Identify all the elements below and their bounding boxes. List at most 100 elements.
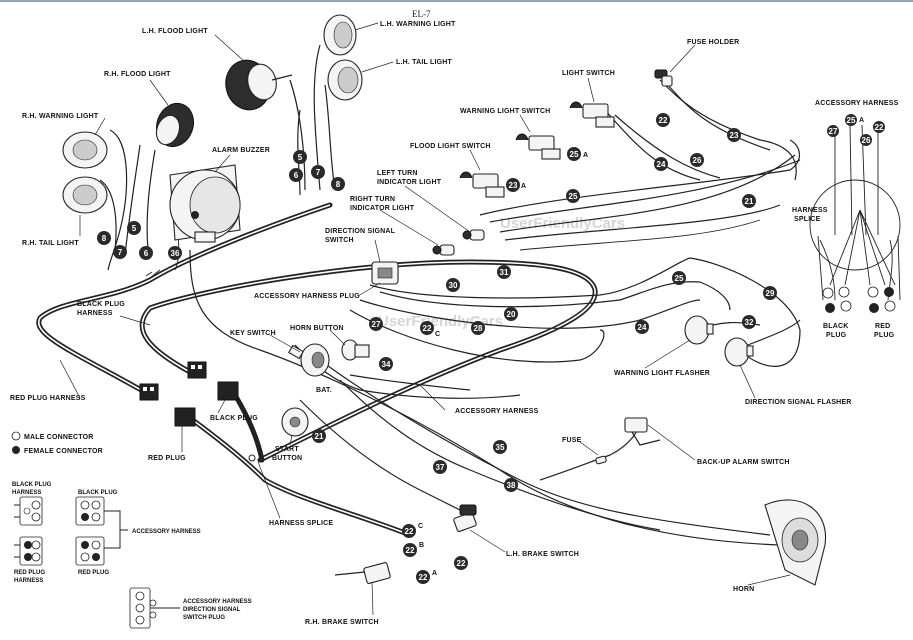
svg-text:37: 37	[436, 463, 445, 472]
svg-text:22: 22	[405, 527, 414, 536]
svg-text:22: 22	[457, 559, 466, 568]
wire-badge: 27	[827, 125, 839, 137]
svg-text:35: 35	[496, 443, 505, 452]
wire-badge: 34	[379, 357, 393, 371]
label-light-switch: LIGHT SWITCH	[562, 70, 615, 77]
legend-accessory-direction-plug-2: DIRECTION SIGNAL	[183, 607, 241, 613]
label-rh-flood-light: R.H. FLOOD LIGHT	[104, 71, 171, 78]
label-direction-signal-flasher: DIRECTION SIGNAL FLASHER	[745, 399, 852, 406]
label-red-plug: RED PLUG	[148, 455, 186, 462]
warning-light-switch	[515, 133, 561, 160]
svg-text:25: 25	[847, 116, 856, 125]
fuse	[595, 455, 607, 465]
horn-button	[341, 339, 370, 361]
svg-text:8: 8	[102, 234, 107, 243]
svg-text:5: 5	[132, 224, 137, 233]
wire-badge: 5	[293, 150, 307, 164]
label-horn-button: HORN BUTTON	[290, 325, 344, 332]
legend-accessory-harness: ACCESSORY HARNESS	[132, 529, 201, 535]
light-switch	[569, 101, 615, 128]
right-turn-indicator-light	[432, 244, 455, 256]
alarm-buzzer	[169, 164, 241, 243]
wire-badge: 23	[506, 178, 520, 192]
wire-badge: 7	[311, 165, 325, 179]
wire-badge: 38	[504, 478, 518, 492]
wire-badge: 22	[873, 121, 885, 133]
direction-signal-flasher	[724, 337, 754, 367]
svg-text:6: 6	[144, 249, 149, 258]
legend-black-plug-box	[75, 496, 105, 526]
lh-flood-light	[225, 59, 293, 111]
svg-text:27: 27	[372, 320, 381, 329]
svg-text:22: 22	[406, 546, 415, 555]
female-connector-symbol	[12, 446, 20, 454]
wire-badge: 25	[672, 271, 686, 285]
rh-flood-light	[155, 102, 195, 148]
label-harness-splice: HARNESS SPLICE	[269, 520, 333, 527]
label-right-black-plug-1: BLACK	[823, 323, 849, 330]
wire-badge: 6	[289, 168, 303, 182]
wire-badge: 21	[312, 429, 326, 443]
wire-badge: 35	[493, 440, 507, 454]
wire-badge: 24	[654, 157, 668, 171]
legend-black-plug: BLACK PLUG	[78, 490, 118, 496]
label-right-turn-indicator-light-2: INDICATOR LIGHT	[350, 205, 415, 212]
wire-badge: 37	[433, 460, 447, 474]
svg-text:23: 23	[509, 181, 518, 190]
svg-text:7: 7	[316, 168, 321, 177]
wire-badge: 22	[454, 556, 468, 570]
start-button	[281, 407, 309, 437]
wire-badge: 32	[742, 315, 756, 329]
lh-tail-light	[327, 59, 363, 101]
right-black-plug-face	[822, 286, 852, 313]
wire-suffix: A	[583, 152, 588, 159]
red-plug-harness-connector	[139, 383, 159, 401]
legend-red-plug-harness-1: RED PLUG	[14, 570, 45, 576]
red-plug-connector	[174, 407, 196, 427]
label-start-button-1: START	[275, 446, 299, 453]
label-key-switch: KEY SWITCH	[230, 330, 276, 337]
svg-text:27: 27	[829, 127, 838, 136]
label-black-plug-harness-1: BLACK PLUG	[77, 301, 125, 308]
leader-lines	[59, 22, 791, 616]
svg-text:23: 23	[730, 131, 739, 140]
svg-text:22: 22	[423, 324, 432, 333]
label-direction-signal-switch-2: SWITCH	[325, 237, 354, 244]
component-labels: L.H. FLOOD LIGHT L.H. WARNING LIGHT L.H.…	[10, 21, 898, 626]
wire-badge: 26	[860, 134, 872, 146]
wire-badge: 7	[113, 245, 127, 259]
wire-badge: 28	[471, 321, 485, 335]
wire-badge: 22	[403, 543, 417, 557]
label-warning-light-switch: WARNING LIGHT SWITCH	[460, 108, 550, 115]
label-right-black-plug-2: PLUG	[826, 332, 847, 339]
fuse-holder	[654, 69, 673, 87]
left-turn-indicator-light	[462, 229, 485, 241]
black-plug-harness-connector	[187, 361, 207, 379]
label-rh-tail-light: R.H. TAIL LIGHT	[22, 240, 79, 247]
lh-brake-switch	[453, 504, 477, 532]
wire-suffix: A	[432, 570, 437, 577]
label-left-turn-indicator-light-2: INDICATOR LIGHT	[377, 179, 442, 186]
label-accessory-harness-plug: ACCESSORY HARNESS PLUG	[254, 293, 360, 300]
label-rh-brake-switch: R.H. BRAKE SWITCH	[305, 619, 379, 626]
svg-text:25: 25	[570, 150, 579, 159]
horn	[764, 499, 827, 586]
svg-text:25: 25	[569, 192, 578, 201]
svg-text:25: 25	[675, 274, 684, 283]
svg-text:24: 24	[638, 323, 647, 332]
wire-badge: 5	[127, 221, 141, 235]
legend-black-plug-harness-box	[19, 496, 43, 526]
rh-brake-switch	[334, 562, 391, 584]
svg-text:21: 21	[315, 432, 324, 441]
legend-red-plug: RED PLUG	[78, 570, 109, 576]
label-black-plug: BLACK PLUG	[210, 415, 258, 422]
svg-text:36: 36	[171, 249, 180, 258]
label-red-plug-harness: RED PLUG HARNESS	[10, 395, 86, 402]
label-lh-warning-light: L.H. WARNING LIGHT	[380, 21, 456, 28]
legend-red-plug-harness-2: HARNESS	[14, 578, 43, 584]
label-horn: HORN	[733, 586, 754, 593]
wire-badge: 22	[656, 113, 670, 127]
wire-badge: 8	[331, 177, 345, 191]
svg-text:8: 8	[336, 180, 341, 189]
label-bat: BAT.	[316, 387, 332, 394]
